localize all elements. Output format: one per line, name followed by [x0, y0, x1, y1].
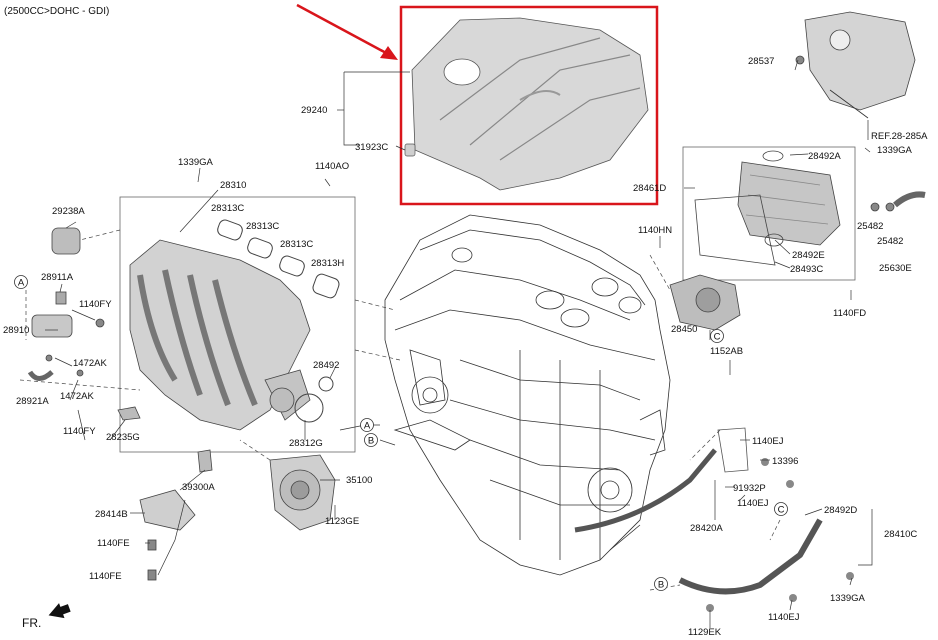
label-29238A: 29238A [52, 206, 85, 217]
label-28310: 28310 [220, 180, 246, 191]
label-29240: 29240 [301, 105, 327, 116]
callout-B-bottom: B [654, 577, 668, 591]
manifold-gaskets-drawing [217, 219, 340, 423]
label-91932P: 91932P [733, 483, 766, 494]
callout-A-left: A [14, 275, 28, 289]
label-28492A: 28492A [808, 151, 841, 162]
svg-text:C: C [778, 505, 785, 516]
label-28450: 28450 [671, 324, 697, 335]
label-ref-28-285A: REF.28-285A [871, 131, 928, 142]
label-28410C: 28410C [884, 529, 917, 540]
engine-spec-header: (2500CC>DOHC - GDI) [4, 6, 110, 17]
callout-A-center: A [360, 418, 374, 432]
callout-B-center: B [364, 433, 378, 447]
label-39300A: 39300A [182, 482, 215, 493]
label-28313C-1: 28313C [211, 203, 244, 214]
label-28313C-3: 28313C [280, 239, 313, 250]
manifold-group-box [119, 196, 356, 453]
label-28492D: 28492D [824, 505, 857, 516]
label-28492E: 28492E [792, 250, 825, 261]
throttle-body-drawing [269, 454, 336, 531]
label-25482-1: 25482 [857, 221, 883, 232]
label-28911A: 28911A [41, 272, 74, 283]
engine-mount-drawing [795, 11, 916, 119]
front-direction-indicator: FR. [22, 603, 71, 630]
front-arrow-icon [48, 603, 71, 619]
label-28312G: 28312G [289, 438, 323, 449]
label-1140FY-1: 1140FY [79, 299, 112, 310]
label-1129EK: 1129EK [688, 627, 722, 638]
label-1339GA-bottom: 1339GA [830, 593, 866, 604]
engine-cover-drawing [404, 17, 649, 191]
label-1140FD: 1140FD [833, 308, 866, 319]
label-1140EJ-2: 1140EJ [737, 498, 769, 509]
label-1472AK-1: 1472AK [73, 358, 107, 369]
label-28414B: 28414B [95, 509, 128, 520]
label-1339GA-top: 1339GA [178, 157, 214, 168]
highlight-arrow [296, 3, 398, 60]
callout-C-mid: C [710, 329, 724, 343]
label-28461D: 28461D [633, 183, 666, 194]
label-28910: 28910 [3, 325, 29, 336]
svg-text:C: C [714, 332, 721, 343]
grommet-31923C-drawing [404, 143, 416, 157]
label-28492: 28492 [313, 360, 339, 371]
front-direction-label: FR. [22, 616, 41, 630]
label-28420A: 28420A [690, 523, 723, 534]
egr-cooler-drawing [694, 150, 926, 266]
egr-valve-drawing [669, 274, 741, 331]
label-35100: 35100 [346, 475, 372, 486]
engine-block-drawing [384, 214, 671, 576]
label-31923C: 31923C [355, 142, 388, 153]
bracket-28414B-drawing [139, 449, 213, 581]
callout-C-bottom: C [774, 502, 788, 516]
label-1339GA-right: 1339GA [877, 145, 913, 156]
label-28921A: 28921A [16, 396, 49, 407]
label-28235G: 28235G [106, 432, 140, 443]
label-1140AO: 1140AO [315, 161, 349, 172]
label-28313C-2: 28313C [246, 221, 279, 232]
label-25482-2: 25482 [877, 236, 903, 247]
egr-pipes-drawing [574, 427, 854, 612]
label-1140HN: 1140HN [638, 225, 672, 236]
label-1152AB: 1152AB [710, 346, 743, 357]
engine-cover-highlight-box [399, 5, 659, 206]
label-1140FE-1: 1140FE [97, 538, 130, 549]
egr-group-box [682, 146, 856, 281]
label-1140FE-2: 1140FE [89, 571, 122, 582]
label-1140EJ-1: 1140EJ [752, 436, 784, 447]
label-1123GE: 1123GE [325, 516, 359, 527]
intake-manifold-drawing [129, 239, 311, 431]
label-28493C: 28493C [790, 264, 823, 275]
svg-text:A: A [364, 421, 371, 432]
pcsv-valve-drawing [27, 227, 141, 421]
label-28313H: 28313H [311, 258, 344, 269]
part-number-labels: 29240 31923C 1339GA 28310 1140AO 29238A … [3, 56, 928, 638]
label-28537: 28537 [748, 56, 774, 67]
label-25630E: 25630E [879, 263, 912, 274]
label-1140EJ-3: 1140EJ [768, 612, 800, 623]
svg-text:B: B [368, 436, 374, 447]
label-1472AK-2: 1472AK [60, 391, 94, 402]
leader-lines [45, 59, 873, 628]
svg-text:B: B [658, 580, 664, 591]
label-13396: 13396 [772, 456, 798, 467]
label-1140FY-2: 1140FY [63, 426, 96, 437]
svg-text:A: A [18, 278, 25, 289]
